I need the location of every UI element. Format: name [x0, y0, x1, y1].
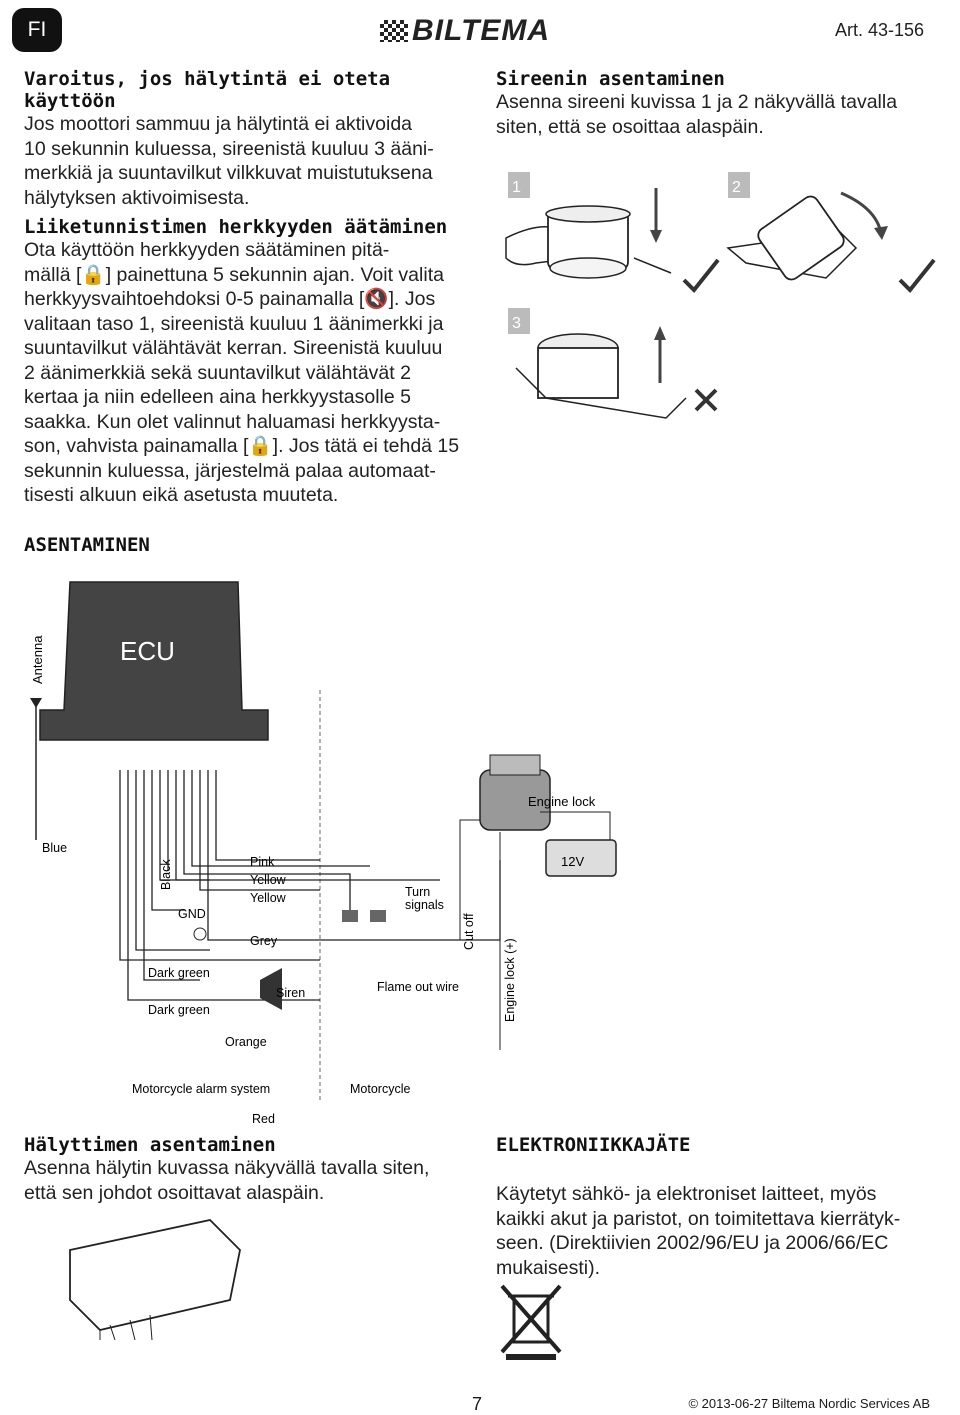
text-line: mällä [🔒] painettuna 5 sekunnin ajan. Vo… — [24, 263, 444, 286]
electronic-waste-section: ELEKTRONIIKKAJÄTE Käytetyt sähkö- ja ele… — [496, 1134, 936, 1280]
wire-label-grey: Grey — [250, 934, 278, 948]
engine-lock-label: Engine lock — [528, 794, 596, 809]
text-line: herkkyysvaihtoehdoksi 0-5 painamalla [🔇]… — [24, 288, 436, 310]
sensitivity-section: Liiketunnistimen herkkyyden äätäminen Ot… — [24, 216, 479, 508]
antenna-label: Antenna — [30, 635, 45, 684]
alarm-install-title: Hälyttimen asentaminen — [24, 1134, 276, 1156]
wire-bundle — [119, 770, 501, 1001]
text-line: Käytetyt sähkö- ja elektroniset laitteet… — [496, 1183, 877, 1205]
battery-icon — [545, 839, 617, 877]
wire-label-cut-off: Cut off — [462, 913, 476, 950]
text-line: saakka. Kun olet valinnut haluamasi herk… — [24, 410, 441, 433]
weee-bin-icon — [500, 1284, 562, 1360]
text-line: että sen johdot osoittavat alaspäin. — [24, 1181, 325, 1204]
antenna-icon — [30, 698, 42, 708]
wire-label-red: Red — [252, 1112, 275, 1126]
sensitivity-title: Liiketunnistimen herkkyyden äätäminen — [24, 216, 448, 238]
alarm-install-text: Asenna hälytin kuvassa näkyvällä tavalla… — [24, 1156, 479, 1205]
text-line: 10 sekunnin kuluessa, sireenistä kuuluu … — [24, 137, 434, 160]
text-line: valitaan taso 1, sireenistä kuuluu 1 ään… — [24, 312, 444, 335]
language-badge: FI — [12, 8, 62, 52]
siren-title: Sireenin asentaminen — [496, 68, 725, 90]
turn-signal-bulbs-icon — [342, 910, 386, 922]
text-line: Jos moottori sammuu ja hälytintä ei akti… — [24, 113, 413, 135]
logo-flag-icon — [380, 20, 408, 42]
wire-label-engine-lock-plus: Engine lock (+) — [503, 938, 517, 1022]
wire-label-black: Black — [159, 859, 173, 890]
cross-icon — [694, 388, 718, 412]
text-line: merkkiä ja suuntavilkut vilkkuvat muistu… — [24, 162, 433, 184]
figure-label: 2 — [732, 179, 741, 196]
text-line: sekunnin kuluessa, järjestelmä palaa aut… — [24, 459, 436, 482]
wire-label-blue: Blue — [42, 841, 67, 855]
text-line: Asenna hälytin kuvassa näkyvällä tavalla… — [24, 1157, 430, 1179]
wire-label-signals: signals — [405, 898, 444, 912]
wire-label-gnd: GND — [178, 907, 206, 921]
text-line: mukaisesti). — [496, 1256, 601, 1279]
wire-label-dark-green-2: Dark green — [148, 1003, 210, 1017]
text-line: 2 äänimerkkiä sekä suuntavilkut välähtäv… — [24, 361, 411, 384]
figure-label: 1 — [512, 179, 521, 196]
wire-label-yellow: Yellow — [250, 873, 287, 887]
text-line: Ota käyttöön herkkyyden säätäminen pitä- — [24, 239, 390, 261]
text-line: kaikki akut ja paristot, on toimitettava… — [496, 1207, 901, 1230]
wire-label-dark-green: Dark green — [148, 966, 210, 980]
check-icon — [898, 258, 936, 293]
wire-label-turn: Turn — [405, 885, 430, 899]
electronic-waste-title: ELEKTRONIIKKAJÄTE — [496, 1134, 691, 1156]
warning-title: Varoitus, jos hälytintä ei oteta käyttöö… — [24, 68, 391, 112]
installation-title: ASENTAMINEN — [24, 534, 150, 556]
page-number: 7 — [472, 1394, 483, 1414]
wire-label-orange: Orange — [225, 1035, 267, 1049]
wire-label-yellow-2: Yellow — [250, 891, 287, 905]
wire-label-siren: Siren — [276, 986, 305, 1000]
text-line: seen. (Direktiivien 2002/96/EU ja 2006/6… — [496, 1232, 889, 1254]
siren-figure-1: 1 — [505, 172, 672, 279]
ecu-label: ECU — [120, 636, 175, 666]
sensitivity-text: Ota käyttöön herkkyyden säätäminen pitä-… — [24, 238, 479, 508]
section-label-motorcycle: Motorcycle — [350, 1082, 410, 1096]
ecu-unit — [39, 581, 269, 741]
text-line: son, vahvista painamalla [🔒]. Jos tätä e… — [24, 435, 460, 457]
text-line: siten, että se osoittaa alaspäin. — [496, 115, 764, 138]
text-line: tisesti alkuun eikä asetusta muuteta. — [24, 484, 339, 506]
siren-section: Sireenin asentaminen Asenna sireeni kuvi… — [496, 68, 936, 139]
siren-icon — [260, 968, 282, 1010]
siren-figure-3: 3 — [508, 308, 687, 419]
text-line: hälytyksen aktivoimisesta. — [24, 186, 250, 209]
copyright: © 2013-06-27 Biltema Nordic Services AB — [688, 1396, 930, 1411]
text-line: suuntavilkut välähtävät kerran. Sireenis… — [24, 337, 443, 359]
wire-label-pink: Pink — [250, 855, 275, 869]
brand-logo: BILTEMA — [380, 14, 550, 48]
siren-illustrations: 1 2 3 — [505, 172, 936, 419]
article-number: Art. 43-156 — [834, 20, 924, 40]
warning-section: Varoitus, jos hälytintä ei oteta käyttöö… — [24, 68, 479, 210]
alarm-install-section: Hälyttimen asentaminen Asenna hälytin ku… — [24, 1134, 479, 1205]
ground-ring-icon — [193, 927, 207, 941]
siren-figure-2: 2 — [726, 172, 888, 281]
alarm-unit-illustration — [69, 1219, 241, 1340]
wiring-diagram: ECU Antenna Engine lock 12V Blue Black G… — [30, 581, 617, 1126]
siren-text: Asenna sireeni kuvissa 1 ja 2 näkyvällä … — [496, 90, 936, 139]
check-icon — [682, 258, 720, 293]
section-label-alarm-system: Motorcycle alarm system — [132, 1082, 270, 1096]
warning-text: Jos moottori sammuu ja hälytintä ei akti… — [24, 112, 479, 210]
electronic-waste-text: Käytetyt sähkö- ja elektroniset laitteet… — [496, 1182, 936, 1280]
figure-label: 3 — [512, 315, 521, 332]
wire-label-flame-out: Flame out wire — [377, 980, 459, 994]
text-line: kertaa ja niin edelleen aina herkkyystas… — [24, 386, 411, 408]
battery-label: 12V — [561, 854, 584, 869]
text-line: Asenna sireeni kuvissa 1 ja 2 näkyvällä … — [496, 91, 898, 113]
